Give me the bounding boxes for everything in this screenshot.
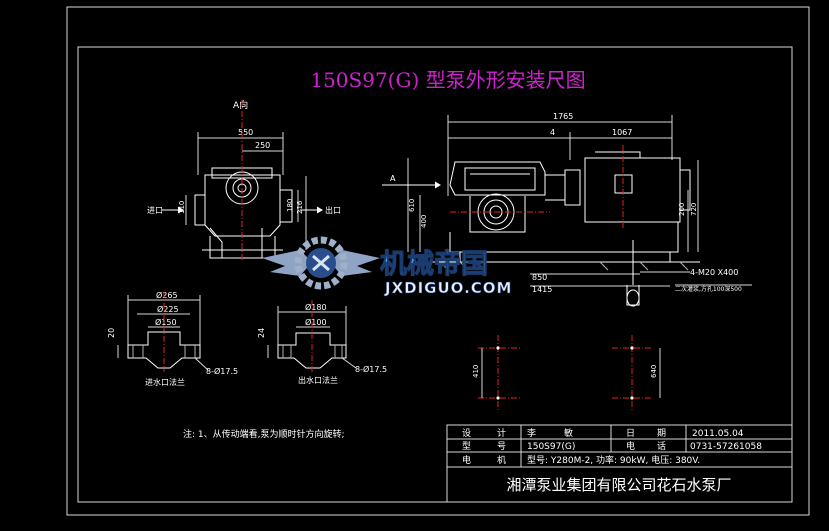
outer-frame bbox=[66, 6, 810, 516]
title-block-text: 设 计 李 敏 日 期 2011.05.04 型 号 150S97(G) 电 话… bbox=[462, 427, 762, 494]
tb-design-label-2: 计 bbox=[497, 427, 506, 439]
outlet-dim-100: Ø100 bbox=[305, 317, 327, 327]
watermark-url: JXDIGUO.COM bbox=[384, 279, 512, 297]
tb-phone-label-1: 电 bbox=[626, 440, 635, 452]
dim-1067: 1067 bbox=[612, 128, 632, 137]
arrow-a-label: A bbox=[390, 174, 396, 183]
outlet-dim-180: Ø180 bbox=[305, 302, 327, 312]
tb-designer-2: 敏 bbox=[564, 427, 573, 439]
dim-1415: 1415 bbox=[532, 285, 552, 294]
dim-216: 216 bbox=[296, 200, 304, 214]
inlet-dim-20: 20 bbox=[107, 328, 116, 338]
inlet-label: 进口 bbox=[147, 206, 163, 215]
inner-frame bbox=[77, 46, 793, 503]
title-block bbox=[446, 424, 793, 503]
tb-designer-1: 李 bbox=[527, 427, 536, 439]
dim-610: 610 bbox=[408, 199, 416, 212]
inlet-dim-150: Ø150 bbox=[155, 317, 177, 327]
dim-720: 720 bbox=[690, 203, 698, 216]
dim-4: 4 bbox=[550, 128, 555, 137]
dim-180: 180 bbox=[286, 199, 294, 212]
dim-250: 250 bbox=[255, 141, 270, 150]
dim-110: 110 bbox=[178, 201, 186, 214]
tb-date-label-2: 期 bbox=[657, 428, 666, 439]
rotation-note: 注: 1、从传动端看,泵为顺时针方向旋转; bbox=[183, 428, 345, 440]
dim-850: 850 bbox=[532, 273, 547, 282]
logo-right-wing bbox=[330, 250, 380, 276]
tb-model-value: 150S97(G) bbox=[527, 442, 575, 452]
logo-left-wing bbox=[262, 250, 312, 276]
tb-design-label-1: 设 bbox=[462, 428, 471, 439]
inlet-bolts: 8-Ø17.5 bbox=[206, 366, 238, 376]
tb-date-label-1: 日 bbox=[626, 428, 635, 439]
tb-company: 湘潭泵业集团有限公司花石水泵厂 bbox=[506, 476, 731, 494]
tb-model-label-2: 号 bbox=[497, 441, 506, 452]
side-view: A向 550 250 180 216 110 进口 出口 bbox=[147, 99, 341, 262]
tb-date-value: 2011.05.04 bbox=[692, 429, 744, 439]
outlet-flange-label: 出水口法兰 bbox=[298, 375, 338, 385]
foundation-plan: 410 640 bbox=[472, 335, 661, 410]
tb-model-label-1: 型 bbox=[462, 441, 471, 452]
watermark-logo: 机械帝国 JXDIGUO.COM bbox=[262, 236, 512, 297]
tb-phone-value: 0731-57261058 bbox=[690, 442, 762, 452]
tb-motor-spec: 型号: Y280M-2, 功率: 90kW, 电压: 380V. bbox=[527, 454, 700, 466]
logo-gear-icon bbox=[294, 236, 348, 290]
inlet-dim-225: Ø225 bbox=[157, 304, 179, 314]
inlet-flange-label: 进水口法兰 bbox=[145, 377, 185, 387]
inlet-dim-265: Ø265 bbox=[156, 290, 178, 300]
anchor-bolt-spec: 4-M20 X400 bbox=[690, 268, 738, 277]
grout-note: 二次灌浆,方孔100深500 bbox=[675, 285, 742, 293]
tb-motor-label-1: 电 bbox=[462, 454, 471, 466]
watermark-text: 机械帝国 bbox=[380, 248, 488, 280]
drawing-title: 150S97(G) 型泵外形安装尺图 bbox=[310, 68, 585, 92]
foundation-dim-410: 410 bbox=[472, 365, 480, 378]
outlet-dim-24: 24 bbox=[257, 328, 266, 338]
outlet-bolts: 8-Ø17.5 bbox=[355, 364, 387, 374]
front-view: 1765 4 1067 610 400 bbox=[382, 112, 752, 307]
outlet-flange: Ø180 Ø100 24 8-Ø17.5 出水口法兰 bbox=[257, 300, 387, 385]
foundation-dim-640: 640 bbox=[650, 365, 658, 378]
dim-550: 550 bbox=[238, 128, 253, 137]
dim-1765: 1765 bbox=[553, 112, 573, 121]
dim-200: 200 bbox=[678, 203, 686, 216]
tb-motor-label-2: 机 bbox=[497, 454, 506, 466]
inlet-flange: Ø265 Ø225 Ø150 20 8-Ø17.5 进水口法兰 bbox=[107, 290, 238, 387]
a-view-label: A向 bbox=[233, 99, 248, 111]
tb-phone-label-2: 话 bbox=[657, 440, 666, 452]
outlet-label: 出口 bbox=[325, 205, 341, 215]
dim-400: 400 bbox=[420, 215, 428, 228]
